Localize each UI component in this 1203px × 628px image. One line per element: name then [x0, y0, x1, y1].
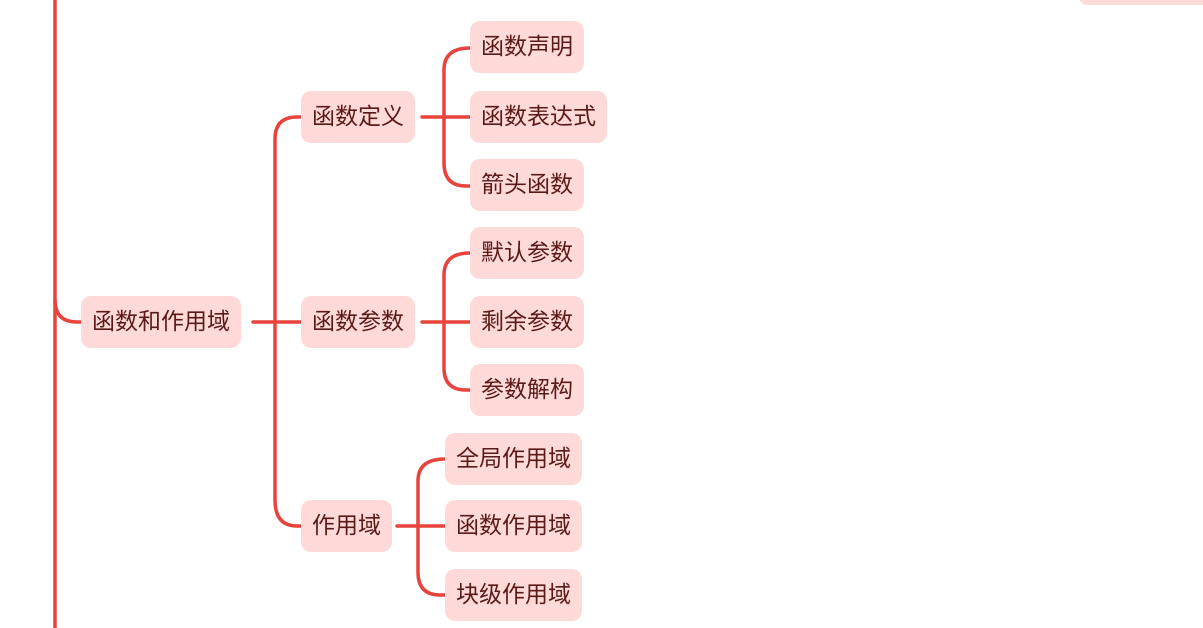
node-global-scope-label: 全局作用域	[456, 446, 571, 472]
node-root[interactable]: 函数和作用域	[81, 296, 241, 348]
node-function-declaration-label: 函数声明	[481, 34, 573, 60]
connector-group1-vertical	[442, 46, 472, 188]
offscreen-node-fragment	[1078, 0, 1203, 5]
node-function-expression[interactable]: 函数表达式	[470, 91, 607, 143]
node-rest-parameters-label: 剩余参数	[481, 309, 573, 335]
connector-group3-vertical	[416, 457, 447, 597]
node-block-scope-label: 块级作用域	[456, 582, 571, 608]
node-function-scope-label: 函数作用域	[456, 513, 571, 539]
connector-trunk-root	[53, 298, 83, 324]
node-root-label: 函数和作用域	[92, 309, 230, 335]
node-default-parameters-label: 默认参数	[481, 240, 573, 266]
node-block-scope[interactable]: 块级作用域	[445, 569, 582, 621]
node-default-parameters[interactable]: 默认参数	[470, 227, 584, 279]
node-arrow-function[interactable]: 箭头函数	[470, 159, 584, 211]
node-function-parameters-label: 函数参数	[312, 309, 404, 335]
node-arrow-function-label: 箭头函数	[481, 172, 573, 198]
node-function-scope[interactable]: 函数作用域	[445, 500, 582, 552]
node-function-definition-label: 函数定义	[312, 104, 404, 130]
node-scope[interactable]: 作用域	[301, 500, 392, 552]
node-global-scope[interactable]: 全局作用域	[445, 433, 582, 485]
node-function-definition[interactable]: 函数定义	[301, 91, 415, 143]
node-parameter-destructuring[interactable]: 参数解构	[470, 364, 584, 416]
connector-group2-vertical	[442, 251, 472, 392]
node-scope-label: 作用域	[312, 513, 381, 539]
node-rest-parameters[interactable]: 剩余参数	[470, 296, 584, 348]
connector-level1-vertical	[273, 115, 303, 528]
node-function-declaration[interactable]: 函数声明	[470, 21, 584, 73]
node-parameter-destructuring-label: 参数解构	[481, 377, 573, 403]
node-function-expression-label: 函数表达式	[481, 104, 596, 130]
node-function-parameters[interactable]: 函数参数	[301, 296, 415, 348]
